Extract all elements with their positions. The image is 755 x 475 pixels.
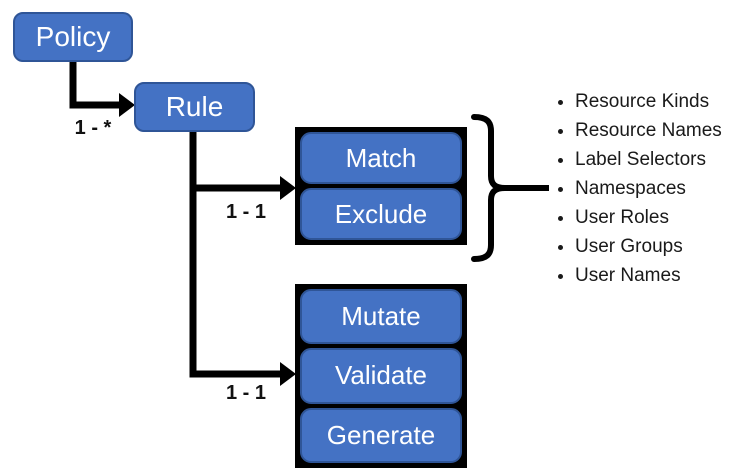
- list-item: User Roles: [575, 203, 722, 232]
- edge-label-rule-to-actions: 1 - 1: [225, 382, 267, 404]
- list-item: User Names: [575, 261, 722, 290]
- node-rule: Rule: [134, 82, 255, 132]
- group-rule-actions: Mutate Validate Generate: [295, 284, 467, 468]
- node-policy-label: Policy: [35, 21, 111, 52]
- brace-right-icon: [471, 114, 506, 262]
- node-validate-label: Validate: [334, 360, 428, 391]
- group-match-exclude: Match Exclude: [295, 127, 467, 245]
- node-match: Match: [300, 132, 462, 184]
- arrowhead-rule-to-filters: [280, 176, 296, 200]
- filter-criteria-list: Resource Kinds Resource Names Label Sele…: [552, 87, 722, 290]
- node-mutate-label: Mutate: [341, 301, 421, 332]
- node-rule-label: Rule: [165, 91, 224, 122]
- arrowhead-rule-to-actions: [280, 362, 296, 386]
- edge-label-policy-to-rule: 1 - *: [74, 117, 112, 139]
- node-generate-label: Generate: [326, 419, 436, 450]
- node-generate: Generate: [300, 407, 462, 463]
- connector-rule-to-actions: [189, 130, 283, 378]
- arrowhead-policy-to-rule: [119, 93, 135, 117]
- node-policy: Policy: [13, 12, 133, 62]
- node-mutate: Mutate: [300, 289, 462, 345]
- node-validate: Validate: [300, 348, 462, 404]
- edge-label-rule-to-filters: 1 - 1: [225, 201, 267, 223]
- node-exclude-label: Exclude: [334, 198, 428, 229]
- list-item: Namespaces: [575, 174, 722, 203]
- list-item: Resource Kinds: [575, 87, 722, 116]
- list-item: Label Selectors: [575, 145, 722, 174]
- node-match-label: Match: [345, 142, 417, 173]
- node-exclude: Exclude: [300, 188, 462, 240]
- connector-policy-to-rule: [69, 60, 122, 109]
- list-item: User Groups: [575, 232, 722, 261]
- list-item: Resource Names: [575, 116, 722, 145]
